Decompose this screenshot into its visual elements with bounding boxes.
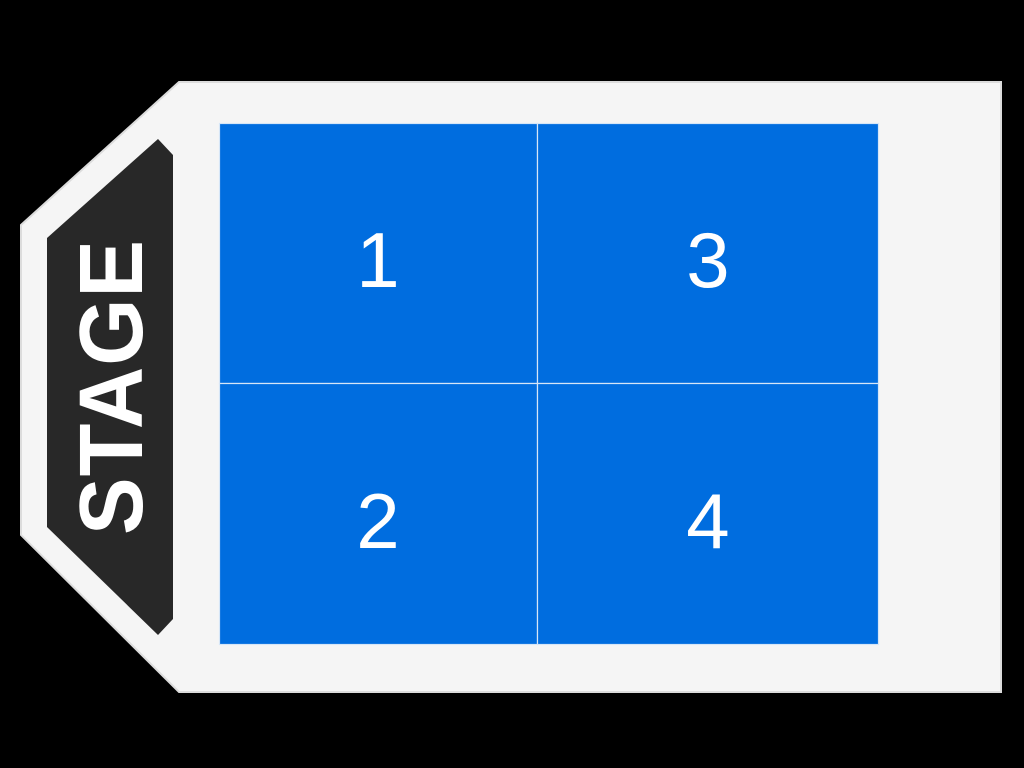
section-1[interactable]: 1: [218, 122, 539, 385]
section-2[interactable]: 2: [218, 382, 539, 646]
stage-label: STAGE: [62, 239, 162, 535]
section-2-label: 2: [356, 477, 399, 565]
seating-sections: 1 2 3 4: [218, 122, 880, 646]
section-1-area[interactable]: [218, 122, 539, 385]
section-2-area[interactable]: [218, 382, 539, 646]
section-3-area[interactable]: [536, 122, 880, 385]
section-3[interactable]: 3: [536, 122, 880, 385]
section-4-label: 4: [686, 477, 729, 565]
section-4-area[interactable]: [536, 382, 880, 646]
stage: STAGE: [47, 139, 173, 635]
stage-shape: [47, 139, 173, 635]
section-1-label: 1: [356, 216, 399, 304]
section-4[interactable]: 4: [536, 382, 880, 646]
section-3-label: 3: [686, 216, 729, 304]
